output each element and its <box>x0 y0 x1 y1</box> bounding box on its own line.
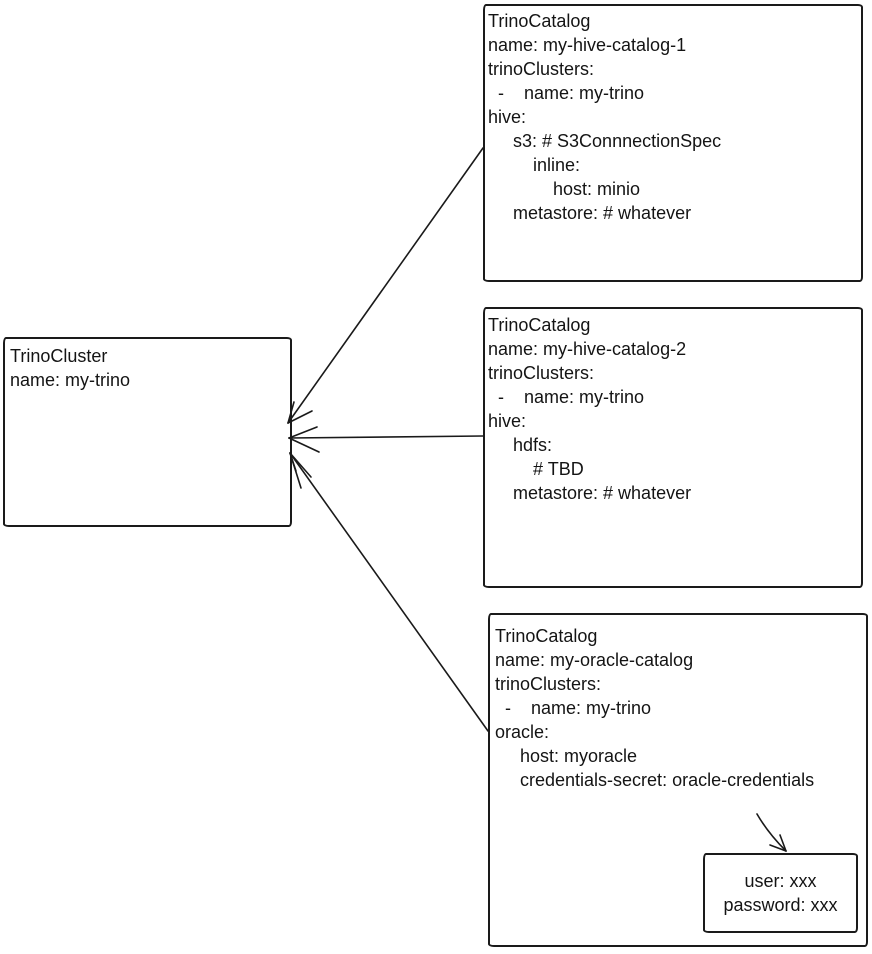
yaml-line: trinoClusters: <box>488 59 595 79</box>
yaml-line: inline: <box>488 155 581 175</box>
yaml-line: trinoClusters: <box>488 363 595 383</box>
yaml-line: credentials-secret: oracle-credentials <box>495 770 815 790</box>
node-title: TrinoCluster <box>10 346 108 366</box>
arrowhead-icon <box>289 452 312 478</box>
oracle-credentials-secret-node: user: xxx password: xxx <box>703 853 858 933</box>
connector-hive-catalog-2-to-cluster <box>288 426 484 453</box>
yaml-line: hive: <box>488 107 527 127</box>
yaml-line: hive: <box>488 411 527 431</box>
trino-cluster-node: TrinoCluster name: my-trino <box>3 337 292 527</box>
node-title: TrinoCatalog <box>495 626 598 646</box>
yaml-line: oracle: <box>495 722 550 742</box>
yaml-line: name: my-oracle-catalog <box>495 650 694 670</box>
connector-oracle-catalog-to-cluster <box>289 452 489 732</box>
trino-catalog-hive-1-node: TrinoCatalog name: my-hive-catalog-1 tri… <box>483 4 863 282</box>
yaml-line: name: my-trino <box>10 370 131 390</box>
yaml-line: name: my-hive-catalog-2 <box>488 339 687 359</box>
yaml-line: host: minio <box>488 179 641 199</box>
node-title: TrinoCatalog <box>488 11 591 31</box>
yaml-line: - name: my-trino <box>488 83 645 103</box>
node-title: TrinoCatalog <box>488 315 591 335</box>
yaml-line: s3: # S3ConnnectionSpec <box>488 131 722 151</box>
yaml-line: hdfs: <box>488 435 553 455</box>
connector-hive-catalog-1-to-cluster <box>287 147 484 424</box>
trino-catalog-oracle-node: TrinoCatalog name: my-oracle-catalog tri… <box>488 613 868 947</box>
arrowhead-icon <box>288 426 318 439</box>
yaml-line: trinoClusters: <box>495 674 602 694</box>
arrowhead-icon <box>288 437 320 453</box>
yaml-line: name: my-hive-catalog-1 <box>488 35 687 55</box>
yaml-line: - name: my-trino <box>488 387 645 407</box>
yaml-line: host: myoracle <box>495 746 638 766</box>
secret-line: user: xxx <box>744 871 817 891</box>
secret-line: password: xxx <box>723 895 838 915</box>
yaml-line: metastore: # whatever <box>488 483 692 503</box>
yaml-line: metastore: # whatever <box>488 203 692 223</box>
yaml-line: - name: my-trino <box>495 698 652 718</box>
trino-catalog-hive-2-node: TrinoCatalog name: my-hive-catalog-2 tri… <box>483 307 863 588</box>
yaml-line: # TBD <box>488 459 584 479</box>
